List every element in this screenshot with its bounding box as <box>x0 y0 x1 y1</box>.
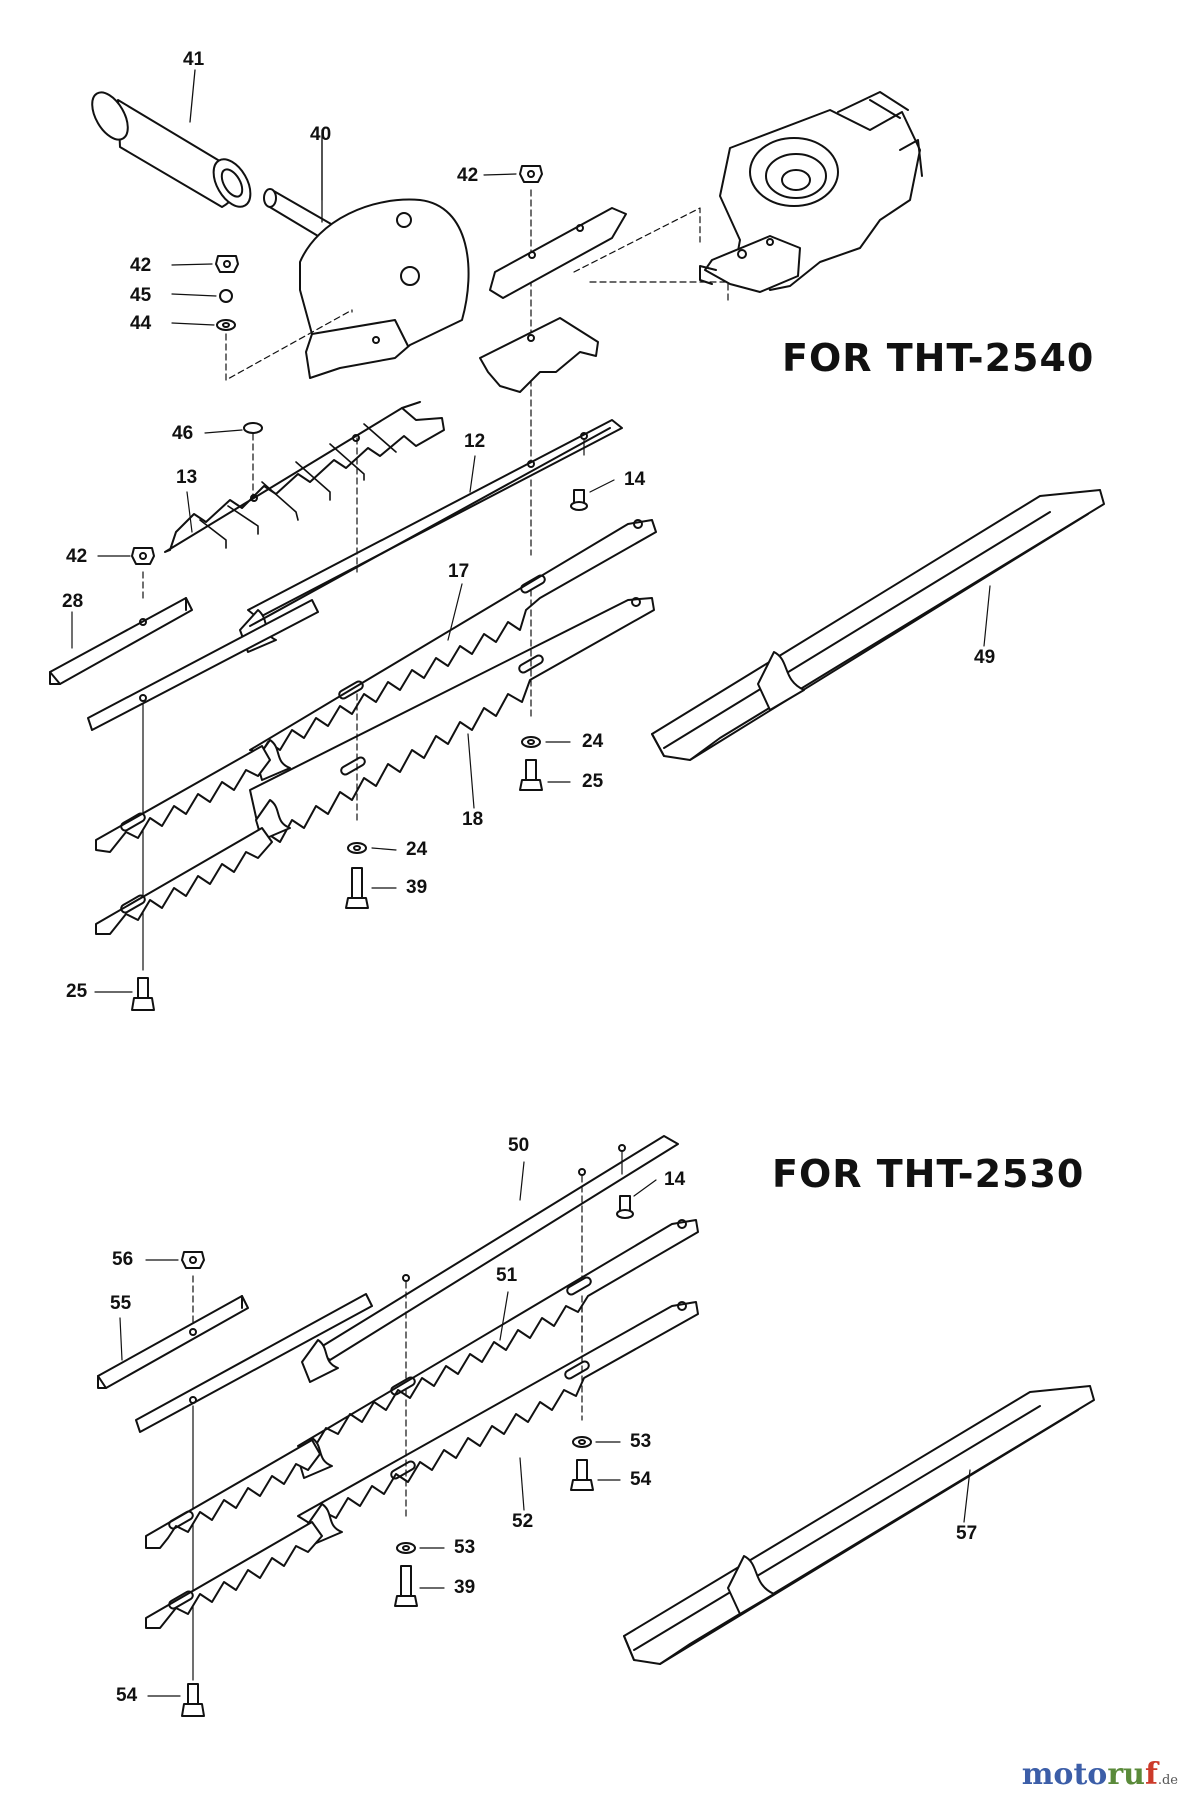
callout-56: 56 <box>112 1249 134 1270</box>
callout-14: 14 <box>664 1169 686 1190</box>
leaders-top <box>71 139 991 993</box>
bracket-plate <box>489 207 627 299</box>
callout-40: 40 <box>310 124 332 145</box>
nut-part-42-lower <box>131 547 155 565</box>
gear-case <box>699 91 923 293</box>
spacer-channel-part-28 <box>49 597 193 685</box>
bolt-part-25 <box>131 977 155 1011</box>
nut-part-56 <box>181 1251 205 1269</box>
callout-45: 45 <box>130 285 152 306</box>
lower-plate-bottom <box>135 1293 373 1433</box>
grip-part-41 <box>91 91 252 208</box>
leaders-bottom <box>119 1161 971 1697</box>
callout-39: 39 <box>406 877 428 898</box>
blade-support-bar-part-12 <box>239 419 623 653</box>
callout-12: 12 <box>464 431 486 452</box>
callout-25: 25 <box>66 981 88 1002</box>
callout-55: 55 <box>110 1293 132 1314</box>
screw-part-14-lower <box>616 1195 634 1219</box>
callout-51: 51 <box>496 1265 518 1286</box>
watermark-part-a: moto <box>1021 1757 1108 1792</box>
watermark-part-c: f <box>1144 1757 1158 1792</box>
callout-52: 52 <box>512 1511 534 1532</box>
callout-54: 54 <box>630 1469 652 1490</box>
callout-44: 44 <box>130 313 152 334</box>
brand-watermark: motoruf.de <box>1022 1757 1178 1792</box>
callout-42: 42 <box>130 255 152 276</box>
callout-53: 53 <box>454 1537 476 1558</box>
callout-49: 49 <box>974 647 996 668</box>
blade-left-ends-bottom <box>145 1439 323 1629</box>
callout-14: 14 <box>624 469 646 490</box>
callout-42: 42 <box>457 165 479 186</box>
moving-blade-part-17 <box>249 519 657 781</box>
bolt-part-54 <box>181 1683 205 1717</box>
callout-46: 46 <box>172 423 194 444</box>
callout-25: 25 <box>582 771 604 792</box>
callout-50: 50 <box>508 1135 530 1156</box>
callout-39: 39 <box>454 1577 476 1598</box>
watermark-suffix: .de <box>1157 1773 1178 1788</box>
screw-part-14 <box>570 489 588 511</box>
callout-53: 53 <box>630 1431 652 1452</box>
fixed-blade-part-13 <box>164 401 445 553</box>
lower-plate <box>87 599 319 731</box>
washer-stack-42-45-44 <box>215 255 239 331</box>
section-title-tht-2540: FOR THT-2540 <box>782 336 1095 380</box>
callout-24: 24 <box>406 839 428 860</box>
washer-bolt-53-39 <box>394 1542 418 1607</box>
washer-part-46 <box>243 422 263 434</box>
callout-42: 42 <box>66 546 88 567</box>
section-title-tht-2530: FOR THT-2530 <box>772 1152 1085 1196</box>
clamp-piece <box>479 317 599 393</box>
callout-13: 13 <box>176 467 198 488</box>
callout-24: 24 <box>582 731 604 752</box>
blade-cover-part-49 <box>651 489 1105 761</box>
nut-part-42 <box>519 165 543 183</box>
watermark-part-b: ru <box>1107 1757 1145 1792</box>
blade-left-ends <box>95 745 273 935</box>
washer-bolt-24-25 <box>519 736 543 791</box>
callout-28: 28 <box>62 591 84 612</box>
washer-bolt-24-39 <box>345 842 369 909</box>
washer-bolt-53-54 <box>570 1436 594 1491</box>
spacer-channel-part-55 <box>97 1295 249 1389</box>
callout-54: 54 <box>116 1685 138 1706</box>
callout-17: 17 <box>448 561 470 582</box>
callout-18: 18 <box>462 809 484 830</box>
callout-57: 57 <box>956 1523 978 1544</box>
callout-41: 41 <box>183 49 205 70</box>
hand-guard-part-40 <box>263 188 470 379</box>
blade-cover-part-57 <box>623 1385 1095 1665</box>
